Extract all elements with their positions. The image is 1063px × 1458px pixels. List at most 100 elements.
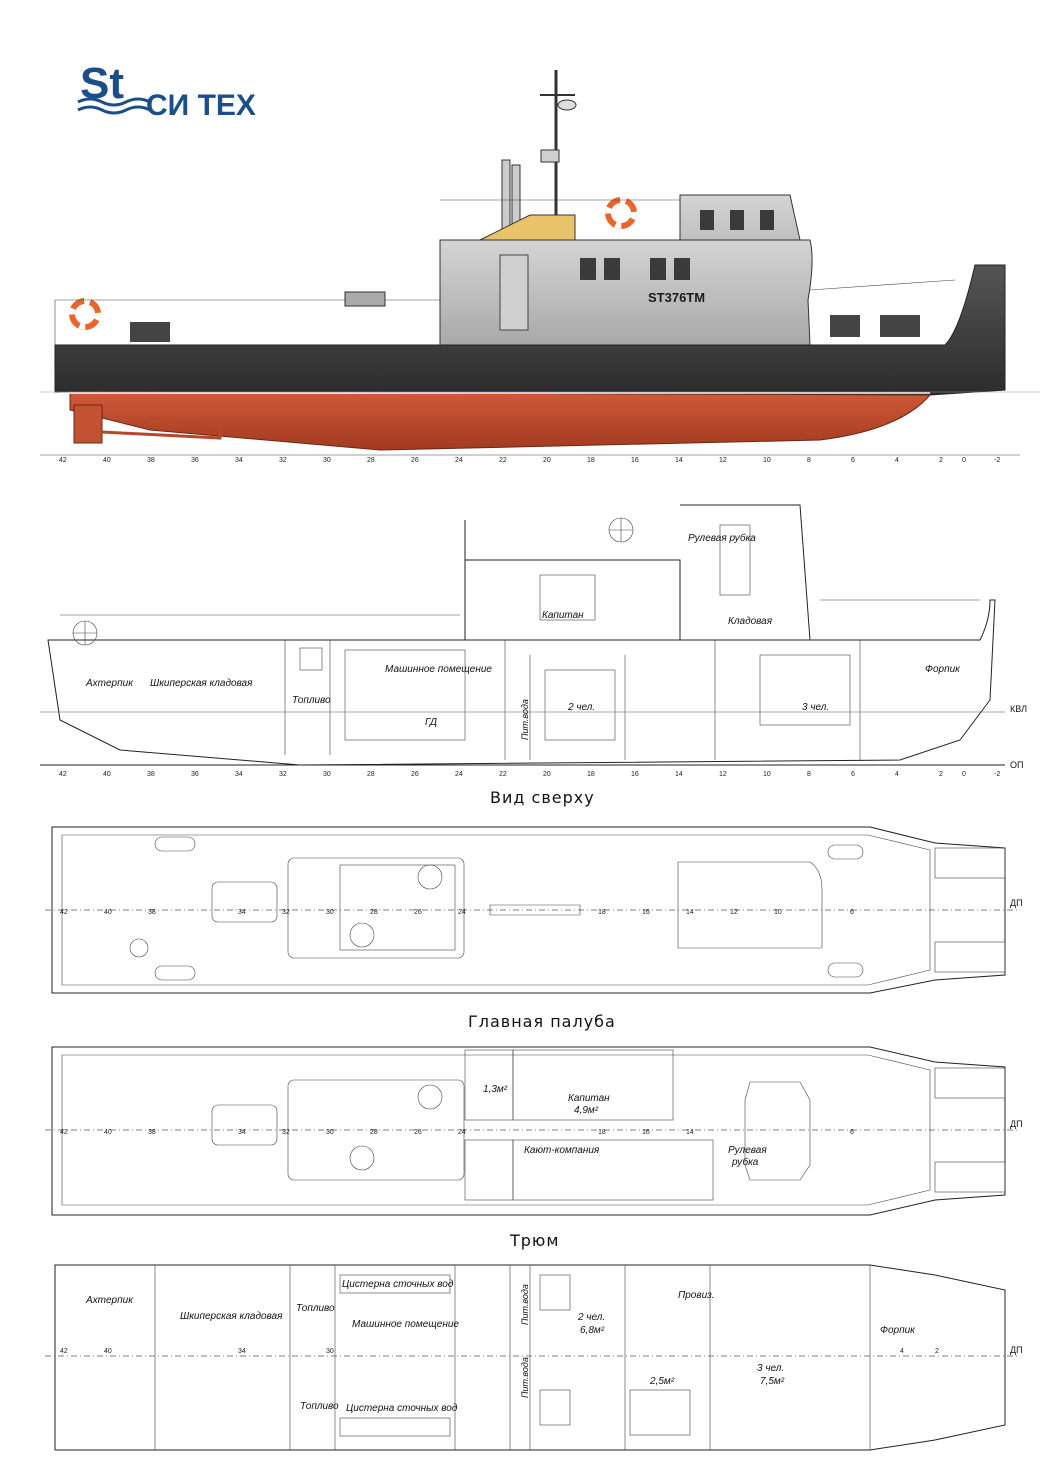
svg-text:42: 42 <box>59 771 67 778</box>
hull-bottom <box>69 391 932 451</box>
svg-text:40: 40 <box>104 1348 112 1355</box>
svg-text:7,5м²: 7,5м² <box>760 1376 785 1387</box>
svg-text:2 чел.: 2 чел. <box>577 1312 605 1323</box>
svg-text:2: 2 <box>939 771 943 778</box>
svg-text:12: 12 <box>719 771 727 778</box>
funnel-casing <box>479 214 576 241</box>
svg-text:4: 4 <box>900 1348 904 1355</box>
svg-text:Кают-компания: Кают-компания <box>524 1145 600 1156</box>
svg-text:Рулевая: Рулевая <box>728 1145 767 1156</box>
radar-icon <box>557 99 577 111</box>
svg-text:22: 22 <box>499 771 507 778</box>
svg-text:18: 18 <box>587 771 595 778</box>
steering-wheel-icon <box>608 517 634 543</box>
svg-text:8: 8 <box>807 771 811 778</box>
svg-text:6,8м²: 6,8м² <box>580 1325 605 1336</box>
svg-text:Рулевая рубка: Рулевая рубка <box>688 532 756 544</box>
svg-text:36: 36 <box>191 771 199 778</box>
life-ring-icon <box>605 197 637 229</box>
svg-text:4: 4 <box>895 771 899 778</box>
svg-text:2 чел.: 2 чел. <box>567 702 595 713</box>
svg-text:Пит.вода: Пит.вода <box>520 1284 530 1325</box>
svg-text:Ахтерпик: Ахтерпик <box>85 1295 134 1306</box>
svg-text:-2: -2 <box>994 457 1000 464</box>
svg-text:18: 18 <box>598 909 606 916</box>
svg-text:12: 12 <box>730 909 738 916</box>
svg-text:2,5м²: 2,5м² <box>649 1376 675 1387</box>
bollard-icon <box>154 965 196 981</box>
svg-text:32: 32 <box>282 1129 290 1136</box>
svg-text:8: 8 <box>807 457 811 464</box>
svg-text:КВЛ: КВЛ <box>1010 704 1027 714</box>
bollard-icon <box>154 836 196 852</box>
profile-view: ST376TM 42 40 38 36 <box>40 70 1040 464</box>
svg-text:16: 16 <box>642 1129 650 1136</box>
longitudinal-section: Рулевая рубка Капитан Кладовая Ахтерпик … <box>40 504 1027 778</box>
svg-text:40: 40 <box>103 457 111 464</box>
svg-text:28: 28 <box>370 1129 378 1136</box>
svg-text:ДП: ДП <box>1010 1345 1023 1355</box>
svg-text:Провиз.: Провиз. <box>678 1290 715 1301</box>
bollard-icon <box>827 962 864 978</box>
svg-text:-2: -2 <box>994 771 1000 778</box>
svg-text:Ахтерпик: Ахтерпик <box>85 678 134 689</box>
svg-text:38: 38 <box>148 1129 156 1136</box>
winch-drum-icon <box>417 864 443 890</box>
winch-drum-icon <box>349 1145 375 1171</box>
svg-text:34: 34 <box>238 1348 246 1355</box>
company-logo: St СИ ТЕХ <box>77 55 256 122</box>
svg-text:Цистерна сточных вод: Цистерна сточных вод <box>346 1403 458 1414</box>
svg-text:18: 18 <box>587 457 595 464</box>
svg-text:Форпик: Форпик <box>880 1325 916 1336</box>
main-deck-plan: 1,3м² Капитан 4,9м² Кают-компания Рулева… <box>45 1046 1023 1216</box>
svg-text:ОП: ОП <box>1010 760 1023 770</box>
svg-text:4: 4 <box>895 457 899 464</box>
superstructure <box>439 239 813 346</box>
svg-text:40: 40 <box>104 1129 112 1136</box>
svg-text:40: 40 <box>103 771 111 778</box>
svg-text:24: 24 <box>455 457 463 464</box>
svg-text:30: 30 <box>326 909 334 916</box>
svg-text:6: 6 <box>850 1129 854 1136</box>
svg-text:Пит.вода: Пит.вода <box>520 699 530 740</box>
hull-topside <box>54 264 1006 396</box>
svg-text:16: 16 <box>631 457 639 464</box>
svg-text:10: 10 <box>763 457 771 464</box>
svg-text:42: 42 <box>60 909 68 916</box>
svg-text:22: 22 <box>499 457 507 464</box>
svg-text:Пит.вода: Пит.вода <box>520 1357 530 1398</box>
svg-text:6: 6 <box>850 909 854 916</box>
svg-text:26: 26 <box>411 771 419 778</box>
svg-text:Шкиперская кладовая: Шкиперская кладовая <box>180 1311 283 1322</box>
svg-text:1,3м²: 1,3м² <box>483 1084 508 1095</box>
winch-drum-icon <box>417 1084 443 1110</box>
svg-text:Шкиперская кладовая: Шкиперская кладовая <box>150 678 253 689</box>
bollard-icon <box>827 844 864 860</box>
svg-text:Цистерна сточных вод: Цистерна сточных вод <box>342 1279 454 1290</box>
svg-text:Капитан: Капитан <box>568 1093 610 1104</box>
winch-drum-icon <box>349 922 375 948</box>
svg-text:32: 32 <box>279 771 287 778</box>
svg-text:36: 36 <box>191 457 199 464</box>
svg-text:3 чел.: 3 чел. <box>757 1363 784 1374</box>
svg-text:Кладовая: Кладовая <box>728 616 773 627</box>
svg-text:14: 14 <box>675 457 683 464</box>
logo-wave-icon <box>77 105 151 115</box>
svg-text:30: 30 <box>323 457 331 464</box>
svg-text:18: 18 <box>598 1129 606 1136</box>
svg-text:30: 30 <box>323 771 331 778</box>
svg-text:32: 32 <box>279 457 287 464</box>
frame-scale-section: 42 40 38 36 34 32 30 28 26 24 22 20 18 1… <box>59 771 1000 778</box>
svg-text:4,9м²: 4,9м² <box>574 1105 599 1116</box>
svg-text:10: 10 <box>763 771 771 778</box>
section-hull-outline <box>47 599 996 766</box>
vessel-name: ST376TM <box>648 290 705 305</box>
svg-text:34: 34 <box>235 457 243 464</box>
svg-text:26: 26 <box>411 457 419 464</box>
svg-text:34: 34 <box>238 909 246 916</box>
svg-text:Капитан: Капитан <box>542 610 584 621</box>
hold-plan: Ахтерпик Шкиперская кладовая Топливо Топ… <box>45 1264 1023 1451</box>
svg-text:30: 30 <box>326 1129 334 1136</box>
svg-text:Топливо: Топливо <box>300 1401 339 1412</box>
